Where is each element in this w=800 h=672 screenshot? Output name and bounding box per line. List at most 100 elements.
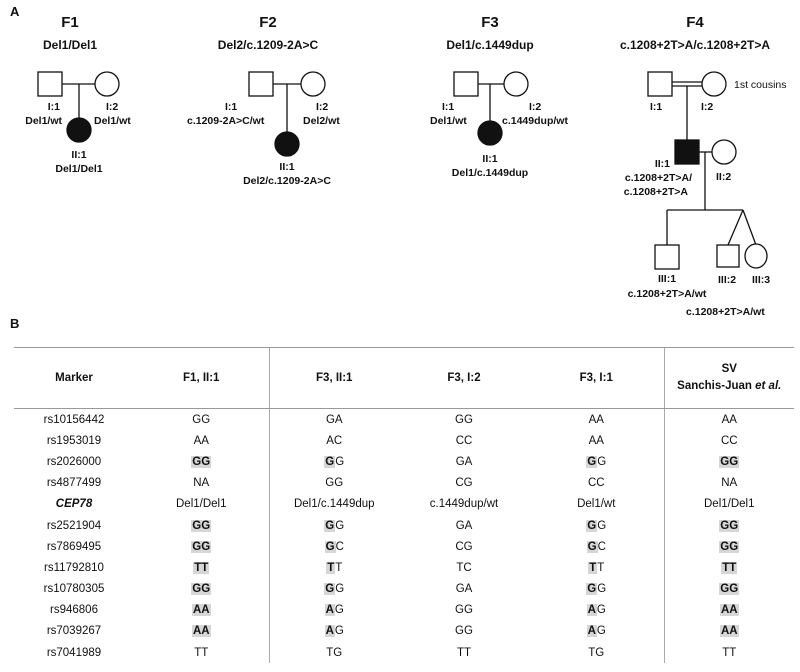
- genotype-text: c.1449dup/wt: [429, 498, 499, 511]
- genotype-text: TT: [194, 646, 209, 659]
- genotype-text: GA: [455, 583, 473, 596]
- header-f3-i1: F3, I:1: [529, 348, 664, 409]
- genotype-cell: TT: [134, 557, 269, 578]
- genotype-cell: AA: [529, 430, 664, 451]
- shared-allele-highlight: G: [324, 519, 336, 532]
- shared-allele-highlight: GG: [719, 540, 740, 553]
- genotype-text: CC: [455, 434, 473, 447]
- genotype-text: AA: [193, 434, 209, 447]
- header-f3-ii1: F3, II:1: [268, 348, 399, 409]
- f1-i1-id: I:1: [47, 101, 60, 113]
- f1-ii1-id: II:1: [71, 149, 87, 161]
- f4-iii1-genotype: c.1208+2T>A/wt: [627, 288, 707, 300]
- shared-allele-highlight: G: [586, 540, 598, 553]
- f4-i1-id: I:1: [650, 101, 663, 113]
- f4-i2-id: I:2: [701, 101, 714, 113]
- genotype-cell: GG: [399, 409, 529, 431]
- marker-cell: rs4877499: [46, 477, 102, 490]
- genotype-cell: GG: [399, 600, 529, 621]
- genotype-cell: AA: [663, 599, 794, 621]
- marker-cell: rs946806: [50, 604, 98, 617]
- marker-cell: rs10780305: [43, 583, 105, 596]
- f4-ii1-genotype-line2: c.1208+2T>A: [623, 186, 688, 198]
- f3-genotype: Del1/c.1449dup: [446, 38, 534, 52]
- f2-i1-genotype: c.1209-2A>C/wt: [187, 115, 265, 127]
- shared-allele-highlight: AA: [719, 604, 739, 617]
- genotype-text: C: [335, 540, 344, 553]
- f2-i2-genotype: Del2/wt: [303, 115, 340, 127]
- genotype-text: G: [597, 519, 607, 532]
- genotype-cell: TT: [134, 642, 269, 663]
- genotype-text: Del1/c.1449dup: [293, 498, 375, 511]
- genotype-cell: AA: [134, 621, 269, 642]
- genotype-cell: GG: [134, 451, 269, 472]
- f1-ii1-affected-female: [66, 117, 92, 143]
- pedigree-f1: [37, 71, 120, 143]
- genotype-text: G: [335, 583, 345, 596]
- f4-i1-male: [647, 71, 673, 97]
- genotype-cell: AA: [134, 600, 269, 621]
- genotype-text: G: [596, 625, 606, 638]
- f3-title: F3: [481, 14, 499, 31]
- shared-allele-highlight: A: [324, 604, 335, 617]
- shared-allele-highlight: AA: [191, 604, 211, 617]
- header-f1-ii1: F1, II:1: [134, 348, 269, 409]
- genotype-cell: AA: [663, 620, 794, 643]
- f4-cousins-note: 1st cousins: [734, 79, 787, 91]
- shared-allele-highlight: G: [586, 455, 598, 468]
- genotype-cell: CG: [399, 536, 529, 557]
- f3-i2-female: [503, 71, 529, 97]
- genotype-cell: CC: [529, 473, 664, 494]
- shared-allele-highlight: G: [324, 455, 336, 468]
- header-f3-i2: F3, I:2: [399, 348, 529, 409]
- pedigree-f4: [647, 71, 768, 270]
- shared-allele-highlight: TT: [193, 561, 210, 574]
- f4-genotype: c.1208+2T>A/c.1208+2T>A: [619, 38, 771, 52]
- f4-ii1-id: II:1: [654, 158, 670, 170]
- genotype-text: GA: [325, 413, 343, 426]
- f4-iii1-male: [654, 244, 680, 270]
- genotype-text: AA: [588, 434, 604, 447]
- shared-allele-highlight: T: [588, 561, 598, 574]
- f1-i2-id: I:2: [106, 101, 119, 113]
- genotype-cell: GG: [529, 451, 664, 472]
- marker-cell: rs10156442: [43, 413, 105, 426]
- f3-i2-id: I:2: [529, 101, 542, 113]
- f3-i1-genotype: Del1/wt: [430, 115, 467, 127]
- f4-iii3-female: [744, 243, 768, 269]
- marker-cell: rs2026000: [46, 455, 102, 468]
- genotype-text: G: [597, 583, 607, 596]
- genotype-text: G: [597, 455, 607, 468]
- genotype-cell: NA: [134, 473, 269, 494]
- genotype-cell: GG: [663, 536, 794, 558]
- genotype-text: GG: [325, 477, 344, 490]
- f4-i2-female: [701, 71, 727, 97]
- f2-i1-male: [248, 71, 274, 97]
- genotype-text: CG: [455, 540, 473, 553]
- genotype-text: T: [597, 561, 605, 574]
- shared-allele-highlight: G: [324, 540, 336, 553]
- f2-ii1-id: II:1: [279, 161, 295, 173]
- genotype-text: CG: [455, 477, 473, 490]
- pedigree-drawings: [37, 71, 768, 270]
- header-sv-author: Sanchis-Juan: [677, 380, 756, 392]
- f4-title: F4: [686, 14, 704, 31]
- genotype-cell: c.1449dup/wt: [399, 494, 529, 515]
- shared-allele-highlight: GG: [719, 455, 740, 468]
- genotype-cell: GA: [399, 579, 529, 600]
- shared-allele-highlight: A: [324, 625, 335, 638]
- f1-genotype: Del1/Del1: [42, 38, 98, 52]
- marker-cell: rs7039267: [46, 625, 102, 638]
- genotype-cell: TT: [268, 557, 399, 579]
- genotype-text: G: [335, 519, 345, 532]
- f4-ii1-genotype-line1: c.1208+2T>A/: [624, 172, 692, 184]
- f3-i1-male: [453, 71, 479, 97]
- genotype-cell: GG: [268, 514, 399, 537]
- genotype-cell: GG: [529, 579, 664, 600]
- genotype-text: GG: [455, 604, 473, 617]
